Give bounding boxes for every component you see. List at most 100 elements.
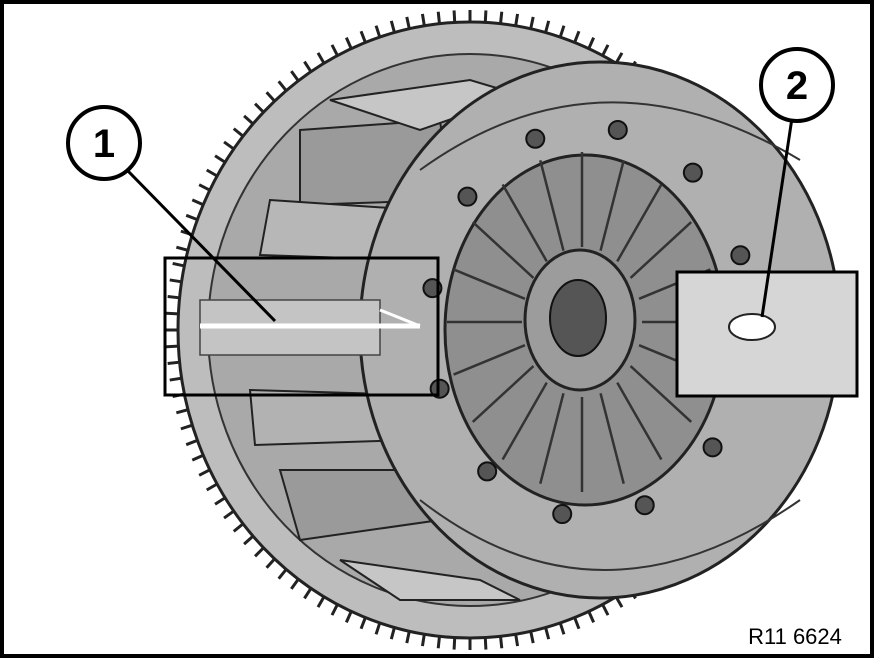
figure-code: R11 6624 <box>748 624 842 649</box>
gear-tooth <box>185 438 198 447</box>
gear-tooth <box>303 60 313 73</box>
gear-tooth <box>191 198 204 207</box>
gear-tooth <box>436 11 441 24</box>
cover-bolt <box>429 378 450 399</box>
gear-tooth <box>277 568 288 580</box>
gear-tooth <box>316 52 326 65</box>
gear-tooth <box>544 20 551 33</box>
gear-tooth <box>374 25 382 38</box>
detail-box-1 <box>163 256 440 397</box>
spring-finger <box>616 183 663 262</box>
gear-tooth <box>191 453 204 462</box>
gear-tooth <box>175 245 189 252</box>
gear-tooth <box>265 91 276 103</box>
gear-tooth <box>167 360 180 365</box>
gear-tooth <box>405 630 411 644</box>
gear-tooth <box>420 633 426 647</box>
gear-tooth <box>420 13 426 27</box>
gear-tooth <box>514 633 520 647</box>
cover-bolt <box>457 186 478 207</box>
gear-tooth <box>601 44 610 57</box>
gear-tooth <box>529 630 535 644</box>
spring-finger <box>629 221 693 279</box>
gear-tooth <box>214 154 226 164</box>
alignment-mark-1-tick <box>379 308 421 328</box>
gear-tooth <box>232 522 245 533</box>
gear-tooth <box>175 408 189 415</box>
gear-tooth <box>330 603 339 616</box>
gear-tooth <box>359 617 367 630</box>
marking-oval-2 <box>728 313 776 341</box>
cover-edge <box>419 101 801 171</box>
gear-tooth <box>166 311 179 316</box>
cover-bolt <box>730 245 751 266</box>
gear-tooth <box>223 509 235 520</box>
gear-tooth <box>265 557 276 569</box>
gear-tooth <box>290 578 300 590</box>
gear-tooth <box>185 213 198 222</box>
gear-tooth <box>198 468 211 477</box>
gear-tooth <box>167 295 180 300</box>
gear-tooth <box>587 610 596 623</box>
spring-finger <box>599 160 625 251</box>
gear-tooth <box>303 587 313 600</box>
spring-finger <box>539 393 565 484</box>
gear-tooth <box>452 637 457 650</box>
gear-tooth <box>243 534 255 546</box>
callout-1: 1 <box>66 105 142 181</box>
cover-bolt <box>702 437 723 458</box>
gear-tooth <box>587 37 596 50</box>
gear-tooth <box>344 610 353 623</box>
cover-bolt <box>607 119 628 140</box>
gear-tooth <box>316 595 326 608</box>
gear-tooth <box>166 344 179 349</box>
cover-bolt <box>682 162 703 183</box>
gear-tooth <box>180 423 193 431</box>
gear-tooth <box>483 637 488 650</box>
gear-tooth <box>359 30 367 43</box>
gear-tooth <box>499 11 504 24</box>
figure-code-box: R11 6624 <box>718 618 870 654</box>
gear-tooth <box>290 70 300 82</box>
gear-tooth <box>436 636 441 649</box>
spring-finger <box>599 393 625 484</box>
gear-tooth <box>514 13 520 27</box>
cover-bolt <box>525 128 546 149</box>
spring-finger <box>539 160 565 251</box>
spring-finger <box>629 365 693 423</box>
gear-tooth <box>544 627 551 640</box>
gear-tooth <box>499 636 504 649</box>
gear-tooth <box>330 44 339 57</box>
callout-1-label: 1 <box>93 122 115 166</box>
gear-tooth <box>483 10 488 23</box>
spring-finger <box>471 221 535 279</box>
gear-tooth <box>558 25 566 38</box>
leader-line-1 <box>123 166 277 323</box>
gear-tooth <box>405 16 411 30</box>
spring-finger <box>453 344 526 376</box>
gear-tooth <box>573 30 581 43</box>
gear-tooth <box>601 603 610 616</box>
gear-tooth <box>558 622 566 635</box>
gear-tooth <box>573 617 581 630</box>
gear-tooth <box>243 114 255 126</box>
gear-tooth <box>169 376 182 382</box>
gear-tooth <box>277 80 288 92</box>
gear-tooth <box>374 622 382 635</box>
cover-bolt <box>634 495 655 516</box>
callout-2-label: 2 <box>786 64 808 108</box>
gear-tooth <box>344 37 353 50</box>
cover-bolt <box>552 504 573 525</box>
diaphragm-spring-fingers <box>447 152 717 492</box>
gear-tooth <box>253 102 265 114</box>
gear-tooth <box>205 168 218 178</box>
leader-line-2 <box>760 117 794 318</box>
gear-tooth <box>253 546 265 558</box>
gear-tooth <box>214 496 226 506</box>
gear-tooth <box>452 10 457 23</box>
gear-tooth <box>205 482 218 492</box>
callout-2: 2 <box>759 47 835 123</box>
spring-finger <box>501 382 548 461</box>
gear-tooth <box>529 16 535 30</box>
